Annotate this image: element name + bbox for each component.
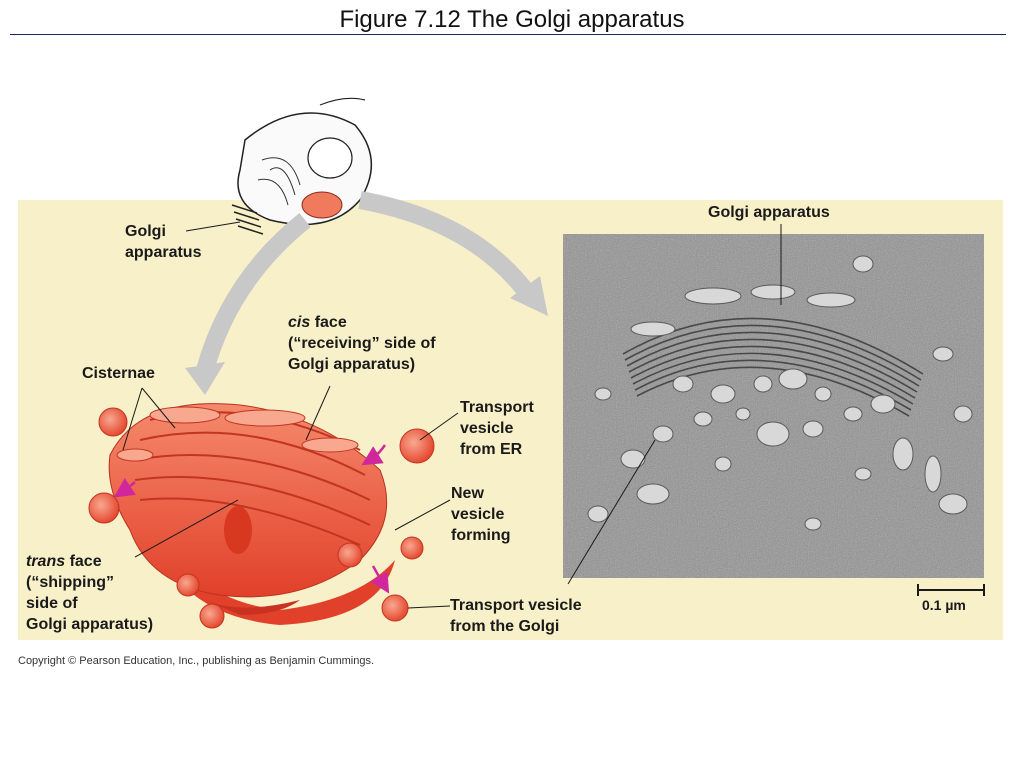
leader-lines xyxy=(122,221,985,609)
vesicle-arrows xyxy=(113,444,390,594)
page-title: Figure 7.12 The Golgi apparatus xyxy=(339,6,685,33)
label-trans-desc: (“shipping” side of Golgi apparatus) xyxy=(26,574,154,633)
cis-rest: face xyxy=(310,314,347,331)
title-divider xyxy=(10,34,1006,35)
label-trans-face: trans face xyxy=(26,551,102,572)
label-transport-er: Transport vesicle from ER xyxy=(460,399,534,458)
label-cis-face: cis face xyxy=(288,312,347,333)
micrograph-texture xyxy=(563,234,984,578)
zoom-arrows xyxy=(185,191,548,395)
scale-bar-label: 0.1 µm xyxy=(922,597,966,613)
label-transport-golgi: Transport vesicle from the Golgi xyxy=(450,597,582,635)
label-golgi-small: Golgi apparatus xyxy=(125,223,202,261)
electron-micrograph xyxy=(563,234,984,578)
label-new-vesicle: New vesicle forming xyxy=(451,485,511,544)
label-cisternae: Cisternae xyxy=(82,365,155,382)
label-cis-desc: (“receiving” side of Golgi apparatus) xyxy=(288,335,436,373)
trans-em: trans xyxy=(26,553,66,570)
copyright-text: Copyright © Pearson Education, Inc., pub… xyxy=(18,655,375,667)
vesicles xyxy=(88,407,435,629)
cis-em: cis xyxy=(288,314,311,331)
golgi-stack xyxy=(108,403,395,625)
label-golgi-micrograph: Golgi apparatus xyxy=(708,204,830,221)
cell-sketch xyxy=(231,97,372,235)
trans-rest: face xyxy=(65,553,102,570)
